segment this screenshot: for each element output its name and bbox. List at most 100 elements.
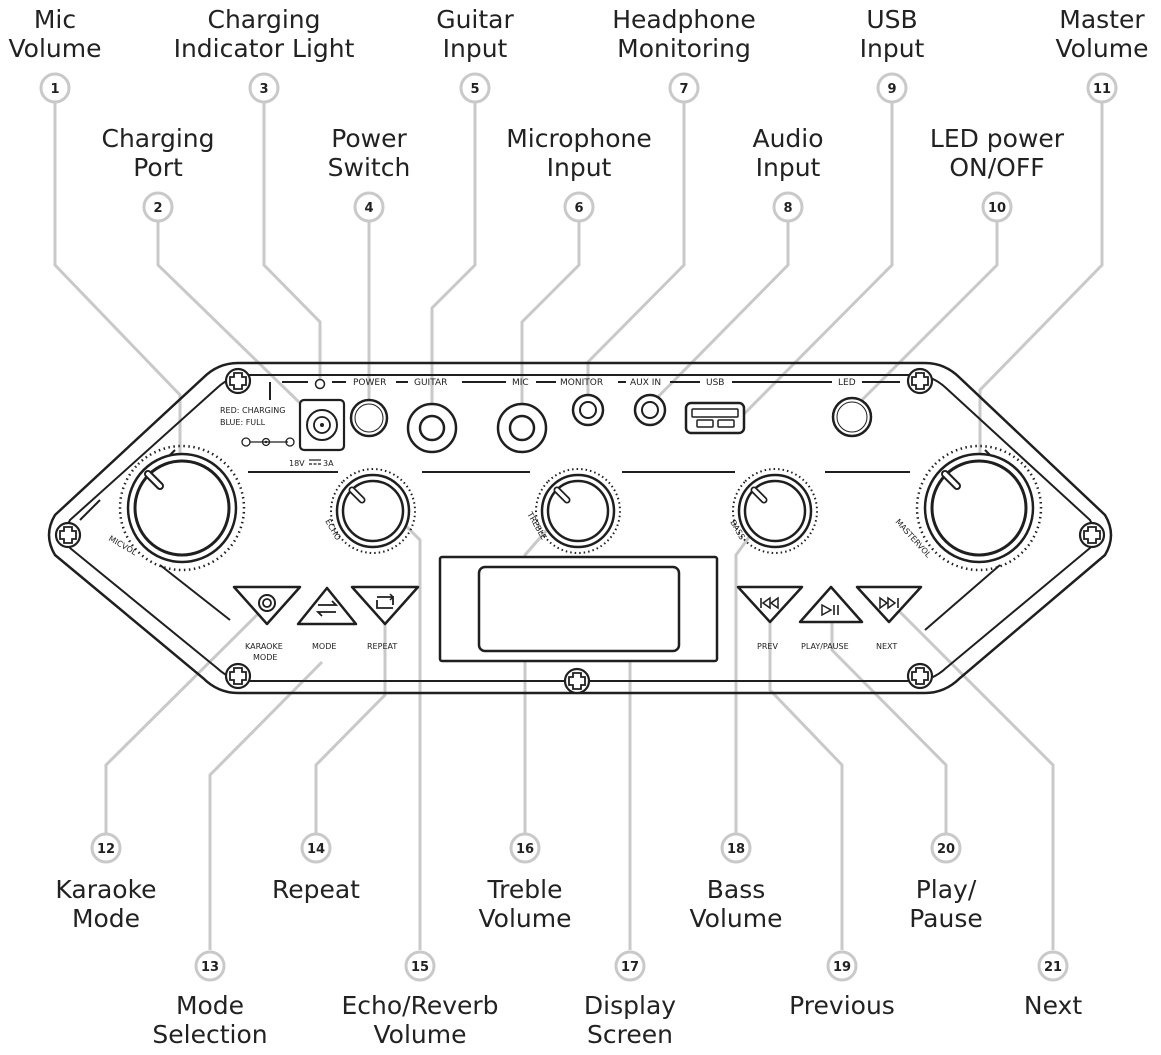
- callout-badge-15: [404, 950, 436, 982]
- screw-icon-top-left: [224, 367, 252, 395]
- charging-port[interactable]: [298, 398, 346, 452]
- callout-number-9: 9: [887, 82, 896, 97]
- callout-label-9-line2: Input: [860, 34, 925, 63]
- callout-label-13-line2: Selection: [152, 1020, 267, 1049]
- callout-number-4: 4: [364, 201, 373, 216]
- callout-badge-17: [614, 950, 646, 982]
- callout-number-5: 5: [470, 82, 479, 97]
- skip-back-icon: [760, 596, 779, 610]
- guitar-input-jack[interactable]: [406, 402, 458, 454]
- label-karaoke: KARAOKE: [245, 642, 283, 651]
- callout-number-7: 7: [679, 82, 688, 97]
- callout-badge-8: [772, 191, 804, 223]
- callout-badge-6: [563, 191, 595, 223]
- callout-label-3-line1: Charging: [208, 5, 321, 34]
- callout-badge-3: [248, 72, 280, 104]
- leader-3: [262, 103, 322, 382]
- label-micvol: MICVOL: [107, 534, 139, 558]
- leader-9: [738, 103, 894, 420]
- divider-left-diag: [79, 499, 101, 521]
- label-prev: PREV: [757, 642, 778, 651]
- callout-label-3-line2: Indicator Light: [174, 34, 355, 63]
- charging-blue-text: BLUE: FULL: [220, 418, 266, 427]
- callout-number-11: 11: [1093, 82, 1111, 97]
- rating-current: 3A: [323, 459, 334, 468]
- previous-button[interactable]: [736, 585, 804, 624]
- callout-label-18-line1: Bass: [707, 875, 766, 904]
- callout-number-12: 12: [97, 842, 115, 857]
- label-usb: USB: [706, 378, 724, 388]
- divider-left-lower: [159, 564, 231, 621]
- callout-number-13: 13: [201, 960, 219, 975]
- callout-number-8: 8: [783, 201, 792, 216]
- screw-icon-bottom-center: [563, 667, 591, 695]
- callout-badge-11: [1086, 72, 1118, 104]
- callouts: 1MicVolume2ChargingPort3ChargingIndicato…: [9, 5, 1149, 1049]
- callout-label-19-line1: Previous: [789, 991, 895, 1020]
- bass-volume-knob[interactable]: [716, 452, 835, 571]
- label-mic: MIC: [512, 378, 529, 388]
- repeat-button[interactable]: [350, 585, 420, 626]
- charging-led-icon: [314, 378, 326, 390]
- callout-badge-21: [1037, 950, 1069, 982]
- polarity-icon: [241, 437, 295, 447]
- mic-volume-knob[interactable]: [94, 420, 269, 595]
- leader-2: [156, 222, 320, 426]
- screw-icon-bottom-left: [224, 662, 252, 690]
- callout-label-12-line2: Mode: [72, 904, 140, 933]
- callout-number-16: 16: [516, 842, 534, 857]
- aux-input-jack[interactable]: [633, 393, 667, 427]
- callout-badge-19: [826, 950, 858, 982]
- callout-label-15-line1: Echo/Reverb: [341, 991, 498, 1020]
- callout-label-4-line1: Power: [331, 124, 407, 153]
- label-mode: MODE: [312, 642, 336, 651]
- label-play-pause: PLAY/PAUSE: [801, 642, 849, 651]
- callout-label-4-line2: Switch: [328, 153, 411, 182]
- callout-number-1: 1: [50, 82, 59, 97]
- usb-port[interactable]: [684, 401, 746, 435]
- callout-number-19: 19: [833, 960, 851, 975]
- callout-label-17-line1: Display: [584, 991, 676, 1020]
- play-pause-button[interactable]: [798, 585, 864, 624]
- karaoke-icon: [258, 594, 276, 612]
- mode-button[interactable]: [296, 586, 358, 626]
- rating-voltage: 18V: [289, 459, 305, 468]
- next-button[interactable]: [855, 585, 923, 624]
- swap-arrows-icon: [315, 600, 339, 617]
- label-karaoke-mode: MODE: [253, 653, 277, 662]
- callout-label-7-line1: Headphone: [612, 5, 756, 34]
- karaoke-mode-button[interactable]: [232, 585, 302, 626]
- echo-volume-knob[interactable]: [314, 452, 433, 571]
- callout-label-7-line2: Monitoring: [617, 34, 751, 63]
- callout-label-13-line1: Mode: [176, 991, 244, 1020]
- leader-21: [888, 600, 1055, 950]
- callout-label-8-line2: Input: [756, 153, 821, 182]
- headphone-monitor-jack[interactable]: [571, 393, 605, 427]
- callout-label-10-line1: LED power: [930, 124, 1065, 153]
- callout-label-12-line1: Karaoke: [55, 875, 156, 904]
- microphone-input-jack[interactable]: [496, 402, 548, 454]
- callout-label-10-line2: ON/OFF: [949, 153, 1044, 182]
- leader-10: [850, 222, 999, 412]
- callout-badge-7: [668, 72, 700, 104]
- callout-number-14: 14: [307, 842, 325, 857]
- treble-volume-knob[interactable]: [519, 452, 638, 571]
- display-screen: [438, 555, 719, 663]
- led-power-button[interactable]: [831, 396, 873, 438]
- label-power: POWER: [353, 378, 386, 388]
- power-switch[interactable]: [349, 398, 389, 438]
- callout-label-2-line2: Port: [133, 153, 183, 182]
